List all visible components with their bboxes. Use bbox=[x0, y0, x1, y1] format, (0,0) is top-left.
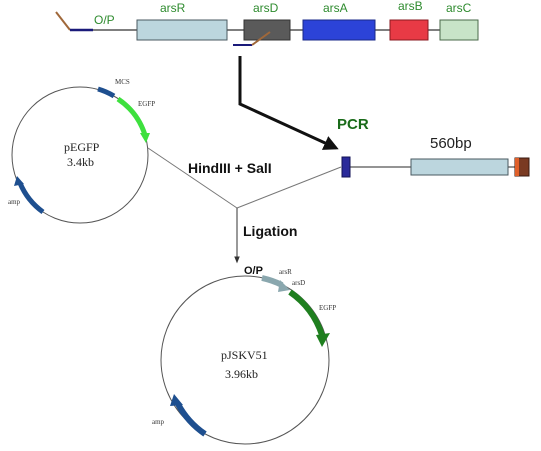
pEGFP-name: pEGFP bbox=[64, 140, 100, 154]
pEGFP-plasmid: MCS EGFP amp pEGFP 3.4kb bbox=[8, 78, 155, 224]
promoter-label: O/P bbox=[94, 13, 115, 27]
pcr-product-left-site bbox=[341, 156, 351, 178]
pcr-arrow-line bbox=[238, 56, 339, 150]
pJSKV51-amp-arrowhead bbox=[170, 394, 183, 406]
pEGFP-egfp-arrowhead bbox=[140, 133, 150, 143]
pJSKV51-ars-arrowhead bbox=[278, 280, 290, 292]
pEGFP-size: 3.4kb bbox=[67, 155, 94, 169]
gene-arsB bbox=[389, 19, 429, 41]
pEGFP-amp-label: amp bbox=[8, 198, 21, 206]
pJSKV51-arsD-label: arsD bbox=[292, 279, 305, 287]
pEGFP-amp-gene bbox=[17, 181, 45, 215]
pJSKV51-plasmid: O/P arsR arsD EGFP amp pJSKV51 3.96kb bbox=[152, 265, 336, 445]
pcr-label: PCR bbox=[337, 116, 369, 133]
upstream-primer bbox=[55, 11, 71, 31]
pJSKV51-egfp-label: EGFP bbox=[319, 304, 336, 312]
pcr-product: 560bp bbox=[341, 135, 530, 178]
gene-label-arsC: arsC bbox=[446, 1, 472, 15]
downstream-primer-tail bbox=[251, 31, 271, 46]
gene-label-arsA: arsA bbox=[323, 1, 348, 15]
pcr-product-arsR-block bbox=[410, 158, 509, 176]
pJSKV51-amp-label: amp bbox=[152, 418, 165, 426]
line-from-pcr-product bbox=[236, 166, 342, 209]
ligation-paths bbox=[147, 147, 342, 264]
gene-label-arsB: arsB bbox=[398, 0, 423, 13]
ars-operon-map: O/P arsR arsD arsA arsB arsC bbox=[55, 0, 479, 46]
pJSKV51-arsR-label: arsR bbox=[279, 268, 292, 276]
gene-arsR bbox=[136, 19, 228, 41]
pJSKV51-ars-insert bbox=[261, 275, 284, 288]
gene-label-arsD: arsD bbox=[253, 1, 279, 15]
pJSKV51-egfp-arrowhead bbox=[316, 333, 330, 347]
line-from-pEGFP bbox=[147, 147, 238, 209]
gene-arsC bbox=[439, 19, 479, 41]
pJSKV51-size: 3.96kb bbox=[225, 367, 258, 381]
pcr-arrow bbox=[238, 56, 339, 150]
pJSKV51-egfp-gene bbox=[288, 289, 325, 336]
restriction-enzymes-label: HindIII + SalI bbox=[188, 160, 272, 176]
gene-arsD bbox=[243, 19, 291, 41]
pJSKV51-promoter-label: O/P bbox=[244, 265, 263, 277]
pEGFP-mcs bbox=[97, 86, 116, 99]
pJSKV51-backbone bbox=[160, 275, 330, 445]
pEGFP-mcs-label: MCS bbox=[115, 78, 130, 86]
pEGFP-backbone bbox=[11, 86, 149, 224]
pEGFP-egfp-label: EGFP bbox=[138, 100, 155, 108]
pJSKV51-amp-gene bbox=[175, 402, 207, 437]
gene-label-arsR: arsR bbox=[160, 1, 186, 15]
pcr-product-right-site-accent bbox=[515, 158, 519, 176]
pcr-product-size: 560bp bbox=[430, 135, 472, 152]
gene-arsA bbox=[302, 19, 376, 41]
pEGFP-egfp-gene bbox=[116, 96, 148, 136]
pEGFP-amp-arrowhead bbox=[14, 176, 24, 186]
ligation-label: Ligation bbox=[243, 223, 297, 239]
pJSKV51-name: pJSKV51 bbox=[221, 348, 268, 362]
